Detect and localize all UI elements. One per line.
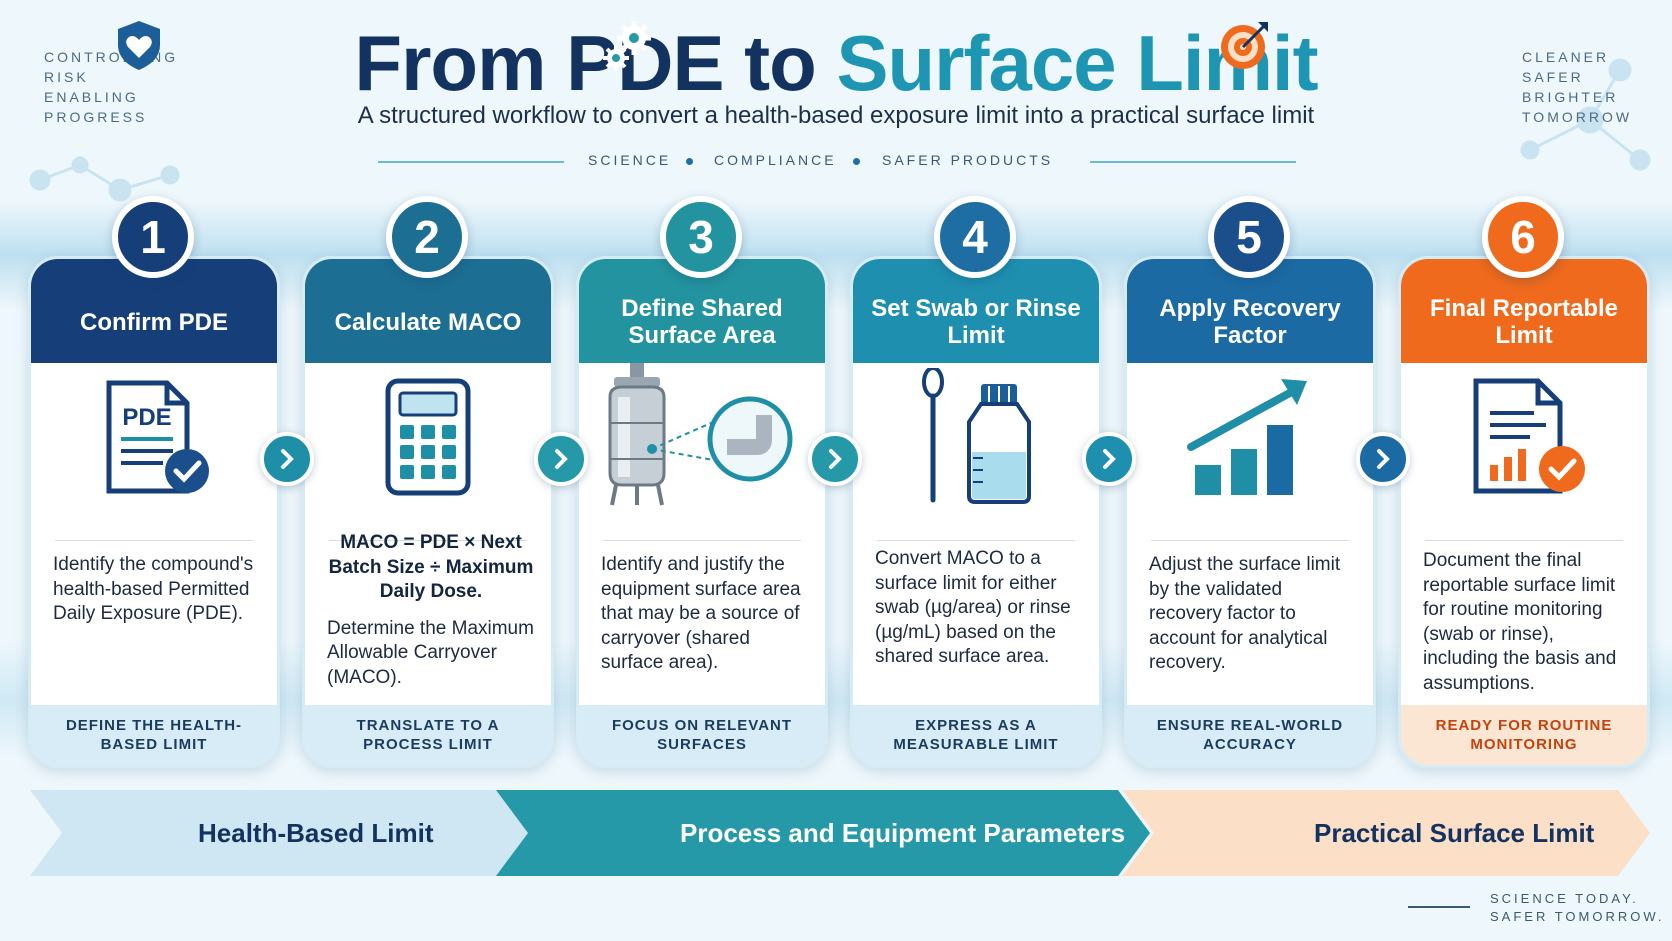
step-title: Calculate MACO xyxy=(305,259,551,363)
step-number-2: 2 xyxy=(386,196,468,278)
step-description: Convert MACO to a surface limit for eith… xyxy=(875,548,1071,667)
step-footer: ENSURE REAL-WORLD ACCURACY xyxy=(1127,705,1373,765)
title-part-1: From PDE to xyxy=(354,19,816,107)
tagline-word-science: SCIENCE xyxy=(588,152,672,168)
chevron-right-icon xyxy=(1103,449,1116,469)
band-practical-surface xyxy=(1122,790,1650,876)
chevron-right-icon xyxy=(555,449,568,469)
phase-bands xyxy=(30,790,1650,876)
step-card-2: Calculate MACO MACO = PDE × Next Batch S… xyxy=(302,256,554,768)
step-card-6: Final Reportable Limit Document the fina… xyxy=(1398,256,1650,768)
step-description: Adjust the surface limit by the validate… xyxy=(1149,554,1341,673)
chevron-right-icon xyxy=(829,449,842,469)
step-footer: READY FOR ROUTINE MONITORING xyxy=(1401,705,1647,765)
step-footer: DEFINE THE HEALTH-BASED LIMIT xyxy=(31,705,277,765)
tagline-dot xyxy=(686,158,693,165)
gears-icon xyxy=(603,21,651,71)
step-description: Identify the compound's health-based Per… xyxy=(53,554,254,624)
molecule-decoration-left-icon xyxy=(29,156,180,202)
step-card-1: Confirm PDE PDE Identify the compound's … xyxy=(28,256,280,768)
step-number-4: 4 xyxy=(934,196,1016,278)
band-process-equipment xyxy=(496,790,1150,876)
chevron-right-icon xyxy=(281,449,294,469)
next-arrow-5 xyxy=(1356,432,1410,486)
calculator-icon xyxy=(385,378,471,496)
step-number-6: 6 xyxy=(1482,196,1564,278)
target-icon xyxy=(1221,22,1268,69)
card-separator xyxy=(329,540,527,541)
step-description: Identify and justify the equipment surfa… xyxy=(601,554,801,673)
step-number-5: 5 xyxy=(1208,196,1290,278)
page-title: From PDE to Surface Limit xyxy=(0,18,1672,108)
step-card-4: Set Swab or Rinse Limit Convert MACO to … xyxy=(850,256,1102,768)
next-arrow-2 xyxy=(534,432,588,486)
footer-rule xyxy=(1408,906,1470,908)
band-label-process: Process and Equipment Parameters xyxy=(680,817,1126,848)
card-separator xyxy=(603,540,801,541)
card-separator xyxy=(1425,540,1623,541)
step-number-1: 1 xyxy=(112,196,194,278)
right-side-words: CLEANER SAFER BRIGHTER TOMORROW xyxy=(1522,49,1633,125)
next-arrow-3 xyxy=(808,432,862,486)
tagline-rule-right xyxy=(1090,161,1296,163)
next-arrow-1 xyxy=(260,432,314,486)
tagline-word-safer-products: SAFER PRODUCTS xyxy=(882,152,1054,168)
step-title: Set Swab or Rinse Limit xyxy=(853,259,1099,363)
equipment-vessel-icon xyxy=(608,363,793,506)
maco-formula: MACO = PDE × Next Batch Size ÷ Maximum D… xyxy=(328,532,534,602)
step-card-3: Define Shared Surface Area Identify and … xyxy=(576,256,828,768)
tagline-dot xyxy=(853,158,860,165)
step-footer: TRANSLATE TO A PROCESS LIMIT xyxy=(305,705,551,765)
pde-document-check-icon: PDE xyxy=(106,380,209,494)
band-label-health: Health-Based Limit xyxy=(198,817,434,848)
tagline-word-compliance: COMPLIANCE xyxy=(714,152,837,168)
swab-and-bottle-icon xyxy=(922,368,1031,504)
molecule-decoration-right-icon xyxy=(1520,58,1651,171)
step-footer: EXPRESS AS A MEASURABLE LIMIT xyxy=(853,705,1099,765)
tagline-rule-left xyxy=(378,161,564,163)
step-description: MACO = PDE × Next Batch Size ÷ Maximum D… xyxy=(327,532,534,688)
tagline: SCIENCE COMPLIANCE SAFER PRODUCTS xyxy=(0,152,1672,172)
chevron-right-icon xyxy=(1377,449,1390,469)
step-title: Apply Recovery Factor xyxy=(1127,259,1373,363)
step-card-5: Apply Recovery Factor Adjust the surface… xyxy=(1124,256,1376,768)
band-label-practical: Practical Surface Limit xyxy=(1314,817,1595,848)
next-arrow-4 xyxy=(1082,432,1136,486)
step-description: Document the final reportable surface li… xyxy=(1423,550,1617,694)
step-number-3: 3 xyxy=(660,196,742,278)
page-subtitle: A structured workflow to convert a healt… xyxy=(357,102,1315,129)
svg-text:PDE: PDE xyxy=(122,404,171,431)
band-health-based xyxy=(30,790,540,876)
step-footer: FOCUS ON RELEVANT SURFACES xyxy=(579,705,825,765)
card-separator xyxy=(877,540,1075,541)
report-document-check-icon xyxy=(1473,378,1585,494)
card-separator xyxy=(55,540,253,541)
growth-chart-icon xyxy=(1187,379,1307,495)
step-title: Final Reportable Limit xyxy=(1401,259,1647,363)
card-separator xyxy=(1151,540,1349,541)
shield-heart-icon xyxy=(118,21,160,70)
footer-words: SCIENCE TODAY. SAFER TOMORROW. xyxy=(1490,891,1665,924)
